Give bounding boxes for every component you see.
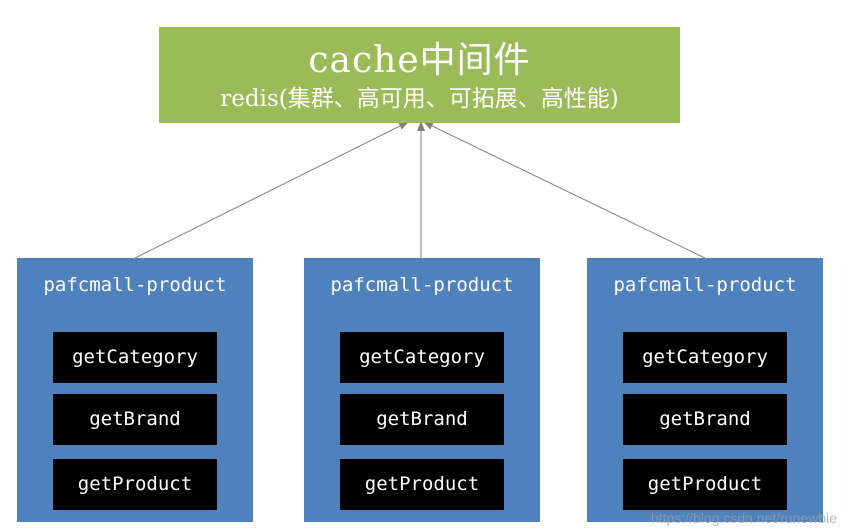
method-get-product: getProduct — [53, 459, 217, 510]
cache-title: cache中间件 — [308, 40, 531, 81]
service-name: pafcmall-product — [613, 274, 797, 296]
method-get-brand: getBrand — [53, 394, 217, 445]
watermark: https://blog.csdn.net/runewbie — [650, 510, 837, 526]
service-box-2: pafcmall-product getCategory getBrand ge… — [304, 258, 540, 522]
service-box-1: pafcmall-product getCategory getBrand ge… — [17, 258, 253, 522]
service-name: pafcmall-product — [330, 274, 514, 296]
cache-middleware-box: cache中间件 redis(集群、高可用、可拓展、高性能) — [159, 27, 680, 123]
method-get-category: getCategory — [53, 332, 217, 383]
method-get-category: getCategory — [340, 332, 504, 383]
method-get-product: getProduct — [340, 459, 504, 510]
method-get-category: getCategory — [623, 332, 787, 383]
service-name: pafcmall-product — [43, 274, 227, 296]
service-box-3: pafcmall-product getCategory getBrand ge… — [587, 258, 823, 522]
cache-subtitle: redis(集群、高可用、可拓展、高性能) — [220, 86, 619, 112]
arrow-service-3-to-cache — [423, 121, 706, 259]
method-get-brand: getBrand — [340, 394, 504, 445]
method-get-product: getProduct — [623, 459, 787, 510]
method-get-brand: getBrand — [623, 394, 787, 445]
arrow-service-1-to-cache — [134, 121, 409, 259]
